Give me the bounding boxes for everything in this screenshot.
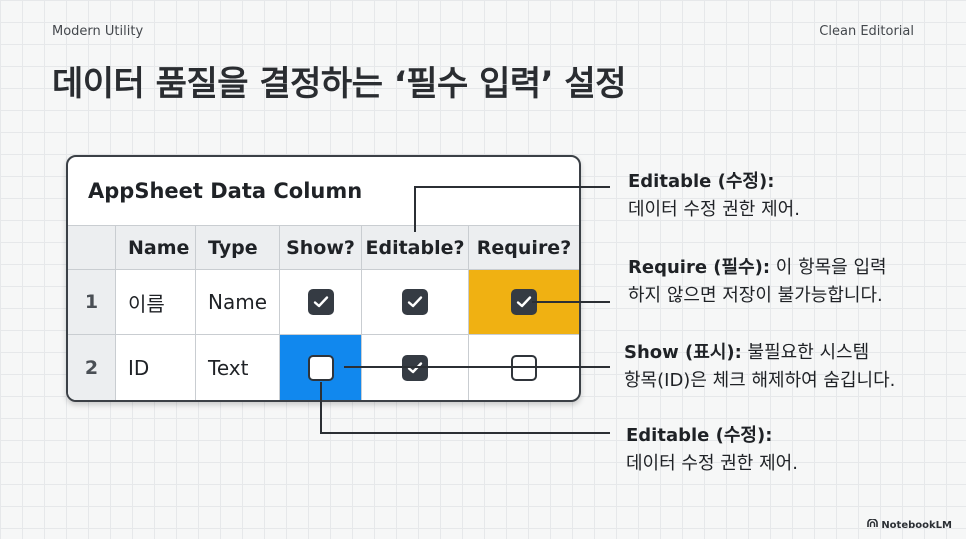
cell-require-highlighted — [469, 270, 579, 335]
callout-editable-bottom-body: 데이터 수정 권한 제어. — [626, 453, 798, 474]
header-right-label: Clean Editorial — [819, 24, 914, 39]
callout-show-text-line2: 항목(ID)은 체크 해제하여 숨깁니다. — [624, 370, 896, 391]
row-number: 2 — [68, 335, 116, 400]
checkmark-icon — [516, 295, 532, 309]
connector-editable-top-horizontal — [414, 186, 610, 188]
cell-name: ID — [116, 335, 196, 400]
header-cell-show: Show? — [280, 225, 362, 270]
header-cell-name: Name — [116, 225, 196, 270]
callout-require: Require (필수): 이 항목을 입력 하지 않으면 저장이 불가능합니다… — [628, 254, 887, 310]
cell-editable — [362, 270, 469, 335]
cell-show — [280, 270, 362, 335]
callout-show-heading: Show (표시): — [624, 342, 742, 363]
callout-editable-bottom: Editable (수정): 데이터 수정 권한 제어. — [626, 422, 798, 478]
connector-require — [532, 301, 610, 303]
callout-editable-top-heading: Editable (수정): — [628, 171, 775, 192]
header-cell-require: Require? — [469, 225, 579, 270]
editable-checkbox[interactable] — [402, 289, 428, 315]
row-number: 1 — [68, 270, 116, 335]
data-column-table-card: AppSheet Data Column Name Type Show? Edi… — [66, 155, 581, 402]
header-cell-type: Type — [196, 225, 280, 270]
header-cell-corner — [68, 225, 116, 270]
connector-editable-bottom-vertical — [320, 382, 322, 434]
header-cell-editable: Editable? — [362, 225, 469, 270]
callout-editable-top-body: 데이터 수정 권한 제어. — [628, 199, 800, 220]
connector-editable-top-vertical — [414, 186, 416, 232]
cell-type: Name — [196, 270, 280, 335]
callout-require-heading: Require (필수): — [628, 257, 771, 278]
checkmark-icon — [407, 295, 423, 309]
connector-editable-bottom-horizontal — [320, 432, 610, 434]
callout-editable-bottom-heading: Editable (수정): — [626, 425, 773, 446]
callout-require-text: 이 항목을 입력 — [770, 257, 887, 278]
callout-show-text: 불필요한 시스템 — [741, 342, 870, 363]
footer-brand-label: NotebookLM — [881, 519, 952, 531]
checkmark-icon — [407, 361, 423, 375]
table-title: AppSheet Data Column — [88, 179, 363, 203]
header-left-label: Modern Utility — [52, 24, 144, 39]
notebooklm-logo-icon — [867, 518, 879, 531]
callout-require-text-line2: 하지 않으면 저장이 불가능합니다. — [628, 285, 883, 306]
footer-brand: NotebookLM — [867, 518, 952, 531]
callout-editable-top: Editable (수정): 데이터 수정 권한 제어. — [628, 168, 800, 224]
checkmark-icon — [313, 295, 329, 309]
callout-show: Show (표시): 불필요한 시스템 항목(ID)은 체크 해제하여 숨깁니다… — [624, 339, 895, 395]
show-checkbox[interactable] — [307, 354, 334, 381]
cell-type: Text — [196, 335, 280, 400]
cell-name: 이름 — [116, 270, 196, 335]
show-checkbox[interactable] — [307, 289, 334, 315]
connector-show — [344, 366, 610, 368]
page-title: 데이터 품질을 결정하는 ‘필수 입력’ 설정 — [52, 64, 627, 104]
data-column-table: Name Type Show? Editable? Require? 1 이름 … — [68, 225, 579, 400]
